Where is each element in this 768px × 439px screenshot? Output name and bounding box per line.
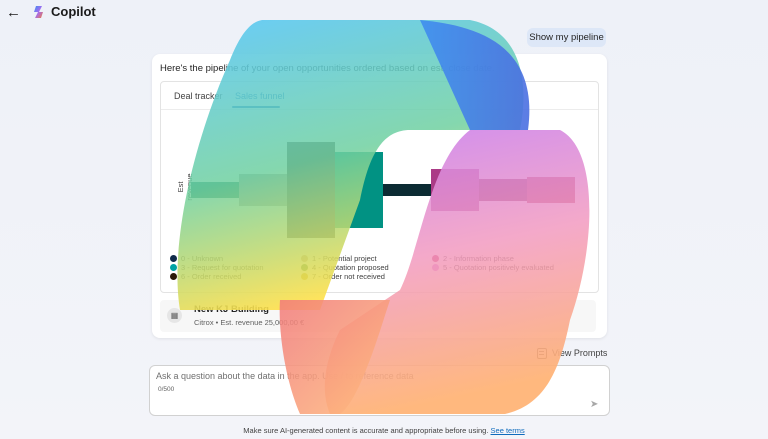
legend-item: 4 - Quotation proposed [301,263,389,272]
opportunity-record[interactable]: ▦ New KJ Building Citrox • Est. revenue … [160,300,596,332]
arrow-left-icon[interactable]: ← [6,4,21,21]
legend-swatch [170,264,177,271]
prompts-icon [537,347,547,359]
disclaimer: Make sure AI-generated content is accura… [0,426,768,435]
funnel-bar[interactable] [431,169,479,211]
funnel-bar[interactable] [191,182,239,198]
legend-label: 3 - Request for quotation [181,263,264,272]
legend-swatch [170,273,177,280]
legend-swatch [170,255,177,262]
building-icon: ▦ [167,308,182,323]
response-card: Here's the pipeline of your open opportu… [152,54,607,338]
disclaimer-text: Make sure AI-generated content is accura… [243,426,491,435]
view-prompts-button[interactable]: View Prompts [537,346,607,360]
response-intro: Here's the pipeline of your open opportu… [160,63,495,74]
legend-label: 6 - Order received [181,272,242,281]
funnel-bar[interactable] [335,152,383,228]
send-icon[interactable]: ➤ [590,399,599,410]
legend-item: 2 - Information phase [432,254,514,263]
visualization-panel: Deal tracker Sales funnel Est revenue 0 … [160,81,599,293]
record-name: New KJ Building [194,304,269,315]
funnel-bar[interactable] [479,179,527,201]
legend-item: 7 - Order not received [301,272,385,281]
see-terms-link[interactable]: See terms [490,426,525,435]
legend-item: 5 - Quotation positively evaluated [432,263,554,272]
user-message-bubble[interactable]: Show my pipeline [527,28,606,47]
funnel-bar[interactable] [383,184,431,196]
character-counter: 0/500 [158,386,175,393]
legend-label: 1 - Potential project [312,254,377,263]
legend-swatch [301,273,308,280]
legend-swatch [301,264,308,271]
legend-swatch [432,264,439,271]
legend-swatch [432,255,439,262]
legend-label: 5 - Quotation positively evaluated [443,263,554,272]
funnel-bar[interactable] [287,142,335,238]
legend-item: 0 - Unknown [170,254,223,263]
sales-funnel-chart [191,142,575,238]
chat-input-box[interactable]: 0/500 ➤ [149,365,610,416]
chart-legend: 0 - Unknown 1 - Potential project 2 - Info… [170,254,590,286]
funnel-bar[interactable] [239,174,287,206]
record-subtitle: Citrox • Est. revenue 25,000,00 € [194,318,305,327]
view-prompts-label: View Prompts [552,348,608,358]
legend-swatch [301,255,308,262]
legend-label: 0 - Unknown [181,254,224,263]
legend-label: 7 - Order not received [312,272,385,281]
legend-label: 4 - Quotation proposed [312,263,389,272]
funnel-bar[interactable] [527,177,575,203]
legend-label: 2 - Information phase [443,254,514,263]
legend-item: 1 - Potential project [301,254,377,263]
app-title: Copilot [51,4,96,19]
copilot-logo-icon [34,6,43,18]
legend-item: 3 - Request for quotation [170,263,264,272]
header: ← Copilot [0,0,768,28]
legend-item: 6 - Order received [170,272,241,281]
chat-input[interactable] [156,371,576,387]
